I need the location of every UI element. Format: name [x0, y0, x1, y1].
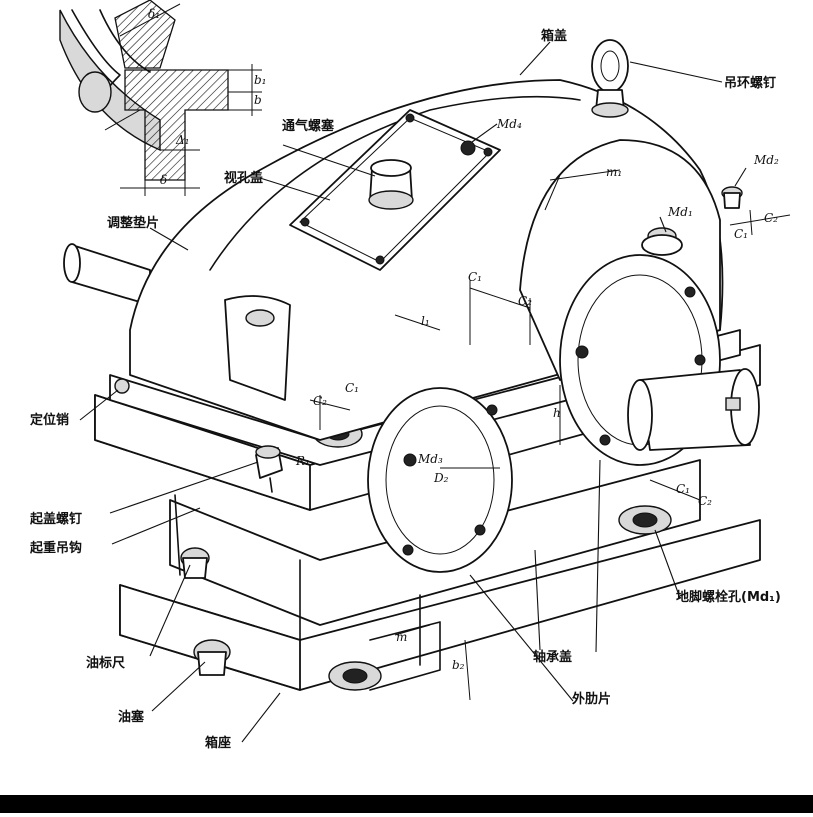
- dim-c1-left: C₁: [345, 381, 359, 395]
- label-box-cover: 箱盖: [541, 28, 567, 44]
- md2-bolt: [721, 186, 743, 209]
- lifting-lug-left: [224, 295, 291, 401]
- label-oil-plug: 油塞: [118, 709, 145, 725]
- inset-b: b: [254, 93, 262, 107]
- dim-md2: Md₂: [753, 153, 779, 167]
- dim-c2-mid: C₂: [518, 294, 532, 308]
- inset-delta1: δ₁: [148, 7, 160, 21]
- rim-hatched-section: [114, 0, 176, 69]
- label-anchor-bolt-hole: 地脚螺栓孔(Md₁): [676, 589, 781, 605]
- bearing-cover-mid: [367, 387, 513, 573]
- label-locating-pin: 定位销: [29, 412, 69, 428]
- dim-c1-mid: C₁: [468, 270, 482, 284]
- label-cover-lifting-screw: 起盖螺钉: [29, 511, 82, 527]
- label-outer-rib: 外肋片: [571, 691, 611, 707]
- label-bearing-cover: 轴承盖: [533, 649, 572, 665]
- dim-m: m: [396, 630, 407, 644]
- md1-bolt: [641, 227, 683, 256]
- inset-delta: δ: [160, 173, 167, 187]
- flange-section-inset: [59, 0, 262, 196]
- dim-l1: l₁: [421, 314, 430, 328]
- dim-m1: m₁: [606, 165, 622, 179]
- bottom-black-band: [0, 795, 813, 813]
- label-inspection-cover: 视孔盖: [224, 170, 263, 186]
- inset-b1: b₁: [254, 73, 267, 87]
- dim-c2-top: C₂: [764, 211, 778, 225]
- dim-c2-left: C₂: [313, 394, 327, 408]
- label-lifting-hook: 起重吊钩: [29, 540, 82, 556]
- bowl-inner: [78, 71, 112, 113]
- leader-lines: [79, 41, 791, 743]
- dim-c1-low: C₁: [676, 482, 690, 496]
- label-box-base: 箱座: [205, 735, 231, 751]
- lifting-eye-bolt: [591, 39, 629, 118]
- label-adjusting-shim: 调整垫片: [107, 215, 159, 231]
- dipstick-shape: [180, 547, 210, 579]
- dim-md3: Md₃: [417, 452, 443, 466]
- dim-md1: Md₁: [667, 205, 693, 219]
- cover-lifting-screw-shape: [255, 445, 283, 493]
- dim-h: h: [553, 406, 561, 420]
- right-bearing-housing: [519, 139, 760, 466]
- mid-bearing-cover: [367, 387, 513, 573]
- locating-pin-shape: [114, 378, 130, 394]
- dim-c2-low: C₂: [698, 494, 712, 508]
- label-vent-plug: 通气螺塞: [282, 118, 335, 134]
- inset-Delta1: Δ₁: [175, 133, 189, 147]
- dim-r1: R₁: [295, 454, 310, 468]
- dim-b2: b₂: [452, 658, 465, 672]
- label-oil-dipstick: 油标尺: [86, 655, 125, 671]
- oil-plug-shape: [193, 639, 231, 676]
- dim-d2: D₂: [433, 471, 449, 485]
- bolt-md4: [460, 140, 476, 156]
- dim-md4: Md₄: [496, 117, 522, 131]
- label-lifting-eye-bolt: 吊环螺钉: [724, 75, 776, 91]
- dim-c1-top: C₁: [734, 227, 748, 241]
